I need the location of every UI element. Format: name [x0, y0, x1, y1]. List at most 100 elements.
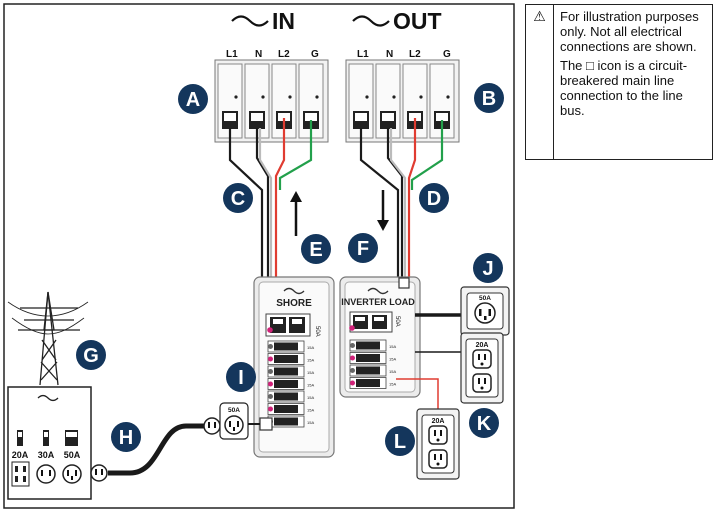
callout-letter-h: H [119, 427, 133, 449]
breaker-rating: 15A [389, 369, 396, 374]
breaker-handle [274, 342, 298, 351]
current-direction-in-arrow [290, 191, 302, 236]
callout-markers: A B C D E F G H I J K L [76, 83, 504, 456]
callout-marker-l [385, 426, 415, 456]
terminal-label-n: N [255, 49, 262, 60]
main-line-connection [398, 277, 410, 289]
output-heading: OUT [393, 8, 442, 34]
note-paragraph: The □ icon is a circuit-breakered main l… [560, 58, 688, 118]
breaker-rating: 15A [307, 370, 314, 375]
callout-letter-k: K [477, 413, 492, 435]
callout-letter-l: L [394, 431, 406, 453]
breaker-rating: 50A [394, 316, 400, 327]
callout-letter-f: F [357, 238, 369, 260]
breaker-handle [274, 380, 298, 388]
callout-marker-e [301, 234, 331, 264]
breaker-terminal [268, 394, 273, 399]
breaker-rating: 15A [389, 357, 396, 362]
breaker-terminal [350, 343, 355, 348]
breaker-rating: 15A [307, 358, 314, 363]
callout-letter-j: J [482, 258, 493, 280]
outlet-20a-duplex-lower: 20A [396, 378, 460, 480]
callout-marker-g [76, 340, 106, 370]
callout-marker-h [111, 422, 141, 452]
terminal-label-n: N [386, 49, 393, 60]
breaker-handle [274, 367, 298, 376]
terminal-label-g: G [311, 49, 319, 60]
breaker-rating: 15A [389, 344, 396, 349]
breaker-rating: 15A [307, 395, 314, 400]
callout-marker-k [469, 408, 499, 438]
ac-wave-icon [37, 394, 59, 402]
warning-icon: ⚠ [526, 5, 554, 159]
outlet-rating-label: 50A [479, 295, 491, 302]
shore-power-cord: 50A [90, 402, 260, 482]
outlet-rating-label: 20A [476, 342, 489, 349]
callout-marker-f [348, 233, 378, 263]
terminal-label-l1: L1 [357, 49, 369, 60]
shore-panel-title: SHORE [276, 298, 312, 309]
callout-letter-i: I [238, 367, 244, 389]
breaker-rating: 15A [307, 383, 314, 388]
breaker-terminal [350, 368, 355, 373]
inverter-panel-title: INVERTER LOAD [341, 297, 415, 307]
terminal-label-l2: L2 [278, 49, 290, 60]
pedestal-rating-label: 50A [64, 450, 81, 460]
callout-letter-a: A [186, 89, 200, 111]
callout-marker-c [223, 183, 253, 213]
breaker-rating: 15A [307, 345, 314, 350]
note-paragraph: For illustration purposes only. Not all … [560, 9, 699, 54]
callout-marker-d [419, 183, 449, 213]
pedestal-rating-label: 30A [38, 450, 55, 460]
terminal-label-g: G [443, 49, 451, 60]
breaker-terminal [350, 355, 355, 361]
ac-wave-icon [367, 287, 389, 295]
shore-power-pedestal: 20A 30A 50A [7, 386, 92, 500]
outlet-rating-label: 20A [432, 418, 445, 425]
breaker-handle [274, 405, 298, 413]
breaker-handle [274, 355, 298, 363]
breaker-terminal [268, 381, 273, 387]
callout-letter-c: C [231, 188, 245, 210]
breaker-rating: 15A [307, 420, 314, 425]
breaker-terminal [268, 344, 273, 349]
callout-marker-b [474, 83, 504, 113]
breaker-terminal [268, 406, 273, 412]
ac-wave-icon [352, 15, 390, 27]
callout-marker-i [226, 362, 256, 392]
ac-wave-icon [231, 15, 269, 27]
outlet-20a-duplex: 20A [415, 332, 504, 404]
callout-letter-d: D [427, 188, 441, 210]
input-terminal-block [214, 59, 329, 143]
power-tower-icon [7, 291, 89, 386]
callout-marker-a [178, 84, 208, 114]
callout-marker-j [473, 253, 503, 283]
main-line-connection [259, 417, 273, 431]
breaker-handle [356, 366, 380, 375]
ac-wave-icon [283, 287, 305, 295]
breaker-terminal [268, 356, 273, 362]
inlet-rating-label: 50A [228, 407, 240, 414]
terminal-label-l2: L2 [409, 49, 421, 60]
callout-letter-g: G [83, 345, 99, 367]
breaker-handle [356, 341, 380, 350]
terminal-label-l1: L1 [226, 49, 238, 60]
breaker-terminal [268, 369, 273, 374]
breaker-handle [274, 392, 298, 401]
breaker-terminal [350, 380, 355, 386]
current-direction-out-arrow [377, 190, 389, 231]
breaker-rating: 15A [307, 408, 314, 413]
outlet-50a: 50A [415, 286, 510, 336]
illustration-note: ⚠ For illustration purposes only. Not al… [525, 4, 713, 160]
input-wires [228, 118, 313, 330]
pedestal-rating-label: 20A [12, 450, 29, 460]
callout-letter-e: E [309, 239, 322, 261]
shore-branch-breakers: 15A 15A 15A 15A 15A 15A 15A [267, 340, 314, 428]
breaker-handle [356, 354, 380, 362]
callout-letter-b: B [482, 88, 496, 110]
breaker-handle [274, 417, 298, 426]
